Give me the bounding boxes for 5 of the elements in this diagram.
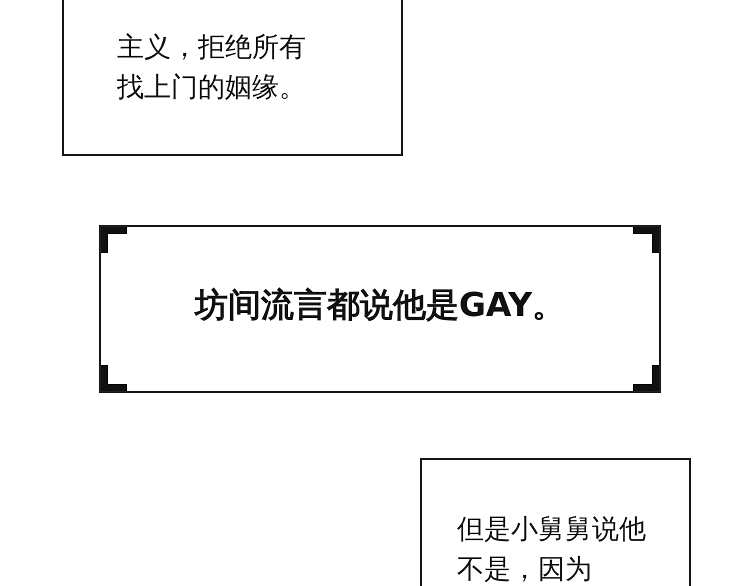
narration-text: 但是小舅舅说他不是，因为 (457, 513, 647, 586)
narration-text: 坊间流言都说他是GAY。 (193, 285, 566, 325)
narration-box (62, 0, 403, 156)
narration-text: 主义，拒绝所有找上门的姻缘。 (117, 31, 307, 105)
narration-box (420, 458, 691, 586)
